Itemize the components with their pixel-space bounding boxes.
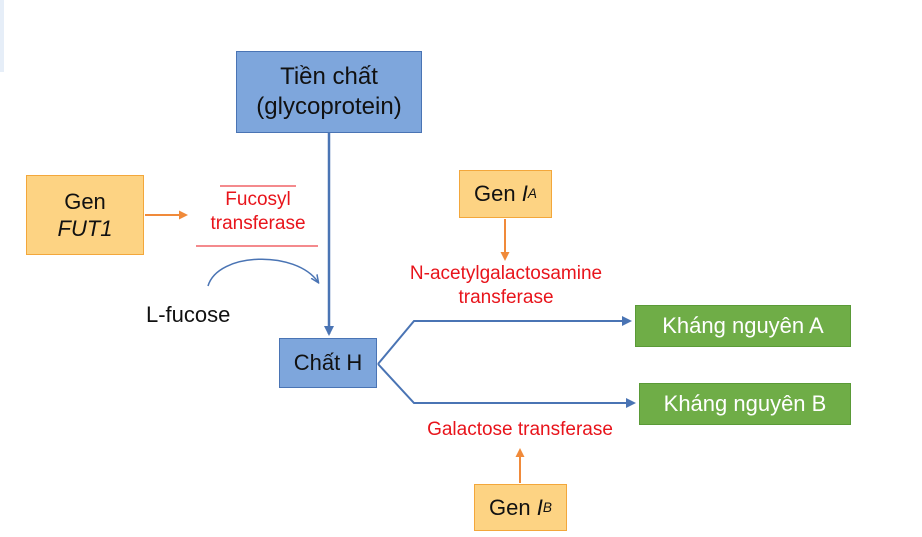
slide-edge-strip [0, 0, 4, 72]
curved-arrow-l-fucose [207, 258, 318, 287]
precursor-box: Tiền chất (glycoprotein) [236, 51, 422, 133]
chat-h-box: Chất H [279, 338, 377, 388]
precursor-line1: Tiền chất [280, 63, 378, 90]
gen-fut1-line2: FUT1 [57, 216, 113, 241]
arrow-chat-h-to-antigen-a [377, 316, 632, 365]
antigen-b-box: Kháng nguyên B [639, 383, 851, 425]
nacetyl-line2: transferase [458, 286, 554, 308]
gen-ia-letter: I [521, 181, 528, 207]
fucosyl-transferase-label: Fucosyl transferase [190, 188, 326, 236]
nacetyl-transferase-label: N-acetylgalactosamine transferase [375, 262, 637, 310]
chat-h-label: Chất H [293, 350, 363, 376]
gen-ib-prefix: Gen [489, 494, 537, 520]
gen-ia-sup: A [527, 186, 537, 202]
gen-fut1-box: Gen FUT1 [26, 175, 144, 255]
gen-ib-letter: I [536, 494, 543, 520]
gen-fut1-line1: Gen [64, 188, 106, 214]
l-fucose-label: L-fucose [146, 302, 231, 327]
nacetyl-line1: N-acetylgalactosamine [409, 263, 603, 284]
precursor-line2: (glycoprotein) [256, 93, 402, 120]
arrow-chat-h-to-antigen-b [377, 363, 636, 408]
gen-ib-sup: B [542, 499, 552, 515]
fucosyl-line2: transferase [210, 212, 306, 234]
galactose-transferase-label: Galactose transferase [427, 419, 613, 440]
antigen-b-label: Kháng nguyên B [663, 391, 827, 417]
antigen-a-label: Kháng nguyên A [662, 313, 824, 339]
gen-ia-prefix: Gen [474, 181, 522, 207]
fucosyl-line1: Fucosyl [225, 189, 291, 210]
antigen-a-box: Kháng nguyên A [635, 305, 851, 347]
